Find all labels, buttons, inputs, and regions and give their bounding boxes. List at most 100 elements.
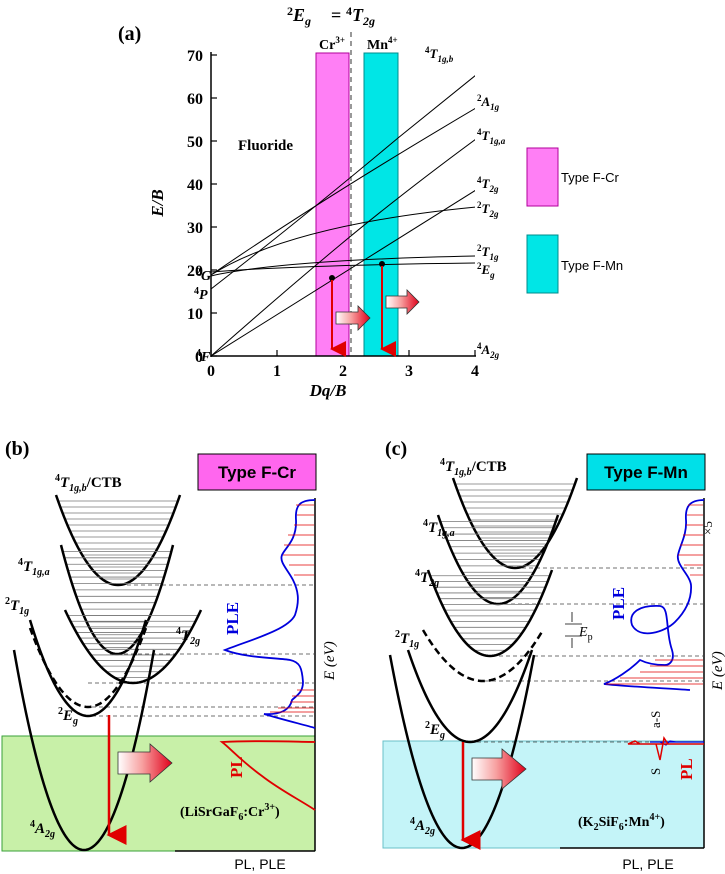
y-tick-label: 50 [187,134,203,151]
ground-state-region-c [382,740,705,849]
parabola-2T1g [421,629,545,683]
header-equals: = [331,5,341,25]
y-tick-label: 40 [187,177,203,194]
s-label: S [648,768,663,775]
svg-text:4T1g,b/CTB: 4T1g,b/CTB [55,473,122,494]
svg-text:Mn4+: Mn4+ [367,35,398,53]
parabola-2Eg [28,619,148,718]
host-label: Fluoride [238,138,293,154]
pl-spectrum-c [627,736,704,761]
x-tick-label: 0 [207,363,215,380]
svg-text:4P: 4P [194,286,208,303]
panel-a: (a) 2Eg = 4T2g Cr3+ Mn4+ 010203040506070… [118,4,623,400]
cr-shift-arrow [335,305,371,331]
svg-text:2T1g: 2T1g [477,243,499,262]
ep-marker: Ep [565,612,593,648]
panel-b-title-box [197,453,317,491]
svg-text:2Eg: 2Eg [425,720,445,741]
curve-2Eg [211,262,475,273]
y-tick-label: 30 [187,220,203,237]
svg-text:4T2g: 4T2g [176,626,200,647]
level-lines [85,584,315,717]
x-tick-label: 4 [471,363,479,380]
legend-swatch-mn [526,234,559,294]
svg-text:4T1g,b: 4T1g,b [425,45,454,64]
sample-label: (LiSrGaF6:Cr3+) [180,802,280,823]
legend-label-mn: Type F-Mn [561,258,623,273]
curve-4T1g-a [211,139,475,356]
tanabe-sugano-curves [211,75,475,356]
pl-label: PL [227,756,246,778]
parabola-4T1g-b [54,494,182,587]
mn-2Eg-point [379,261,385,267]
ple-hatching [270,504,314,713]
parabola-4T1g-b [451,477,579,570]
ple-spectrum [222,499,316,729]
mn-shift-arrow [385,289,420,315]
shift-arrow-c [471,748,527,790]
energy-axis-label: E (eV) [322,641,338,681]
svg-text:4T1g,a: 4T1g,a [18,557,50,578]
y-tick-label: 70 [187,48,203,65]
svg-text:4T2g: 4T2g [477,175,499,194]
panel-b-label: (b) [5,438,29,460]
y-tick-label: 60 [187,91,203,108]
legend-label-cr: Type F-Cr [561,170,619,185]
parabola-4T1g-a [59,544,175,656]
x-tick-label: 3 [405,363,413,380]
x-axis-label-b: PL, PLE [234,856,285,872]
curve-2T2g [211,206,475,276]
x-tick-label: 2 [339,363,347,380]
y-tick-label: 10 [187,306,203,323]
svg-text:2Eg: 2Eg [477,261,495,280]
x-axis-label-c: PL, PLE [622,856,673,872]
panel-a-label: (a) [118,23,141,45]
times-five-label: ×5 [700,521,715,535]
svg-text:4A2g: 4A2g [477,341,500,360]
panel-c-label: (c) [385,438,407,460]
svg-text:4T2g: 4T2g [415,568,439,589]
svg-text:4T1g,a: 4T1g,a [423,518,455,539]
x-tick-label: 1 [273,363,281,380]
curve-2T1g [211,255,475,277]
crossing-header: 2Eg = 4T2g [287,4,375,28]
svg-text:Cr3+: Cr3+ [319,35,345,53]
configuration-parabolas [12,494,203,852]
panel-b-title: Type F-Cr [218,463,296,482]
svg-text:2Eg: 2Eg [58,706,78,727]
svg-text:Ep: Ep [578,625,593,643]
y-tick-label: 0 [195,349,203,366]
svg-text:4F: 4F [196,348,211,365]
svg-text:4T1g,a: 4T1g,a [477,127,506,146]
pl-spectrum [219,740,316,811]
svg-text:4T1g,b/CTB: 4T1g,b/CTB [440,457,507,478]
ple-hatching-c [606,504,703,685]
legend-swatch-cr [526,147,559,207]
panel-c-title-box [586,453,706,491]
svg-text:4T2g: 4T2g [346,4,375,28]
svg-text:4A2g: 4A2g [410,816,435,837]
ple-label-c: PLE [609,587,628,620]
ple-label: PLE [223,602,242,635]
svg-text:2T2g: 2T2g [477,200,499,219]
svg-text:2Eg: 2Eg [287,4,311,28]
ple-spectrum-c [603,499,705,691]
parabola-2Eg [406,649,534,744]
parabola-4T2g [63,609,203,685]
svg-text:2T1g: 2T1g [395,629,419,650]
panel-c: (c) Type F-Mn 4T1g,b/CTB 4T1g,a 4T2g 2T1… [382,438,725,872]
y-tick-label: 20 [187,263,203,280]
panel-c-title: Type F-Mn [604,463,688,482]
cr-2Eg-point [329,275,335,281]
svg-text:2G: 2G [196,267,211,284]
axis-ticks: 0 10 20 30 40 50 60 70 0 1 2 3 4 [187,48,479,380]
y-axis-label: E/B [148,189,167,217]
energy-axis-label-c: E (eV) [710,651,725,691]
parabola-4T2g [426,569,554,658]
pl-label-c: PL [677,758,696,780]
x-axis-label: Dq/B [309,381,347,400]
curve-4T2g [211,190,475,356]
svg-text:4A2g: 4A2g [30,819,55,840]
level-lines-c [470,567,704,743]
